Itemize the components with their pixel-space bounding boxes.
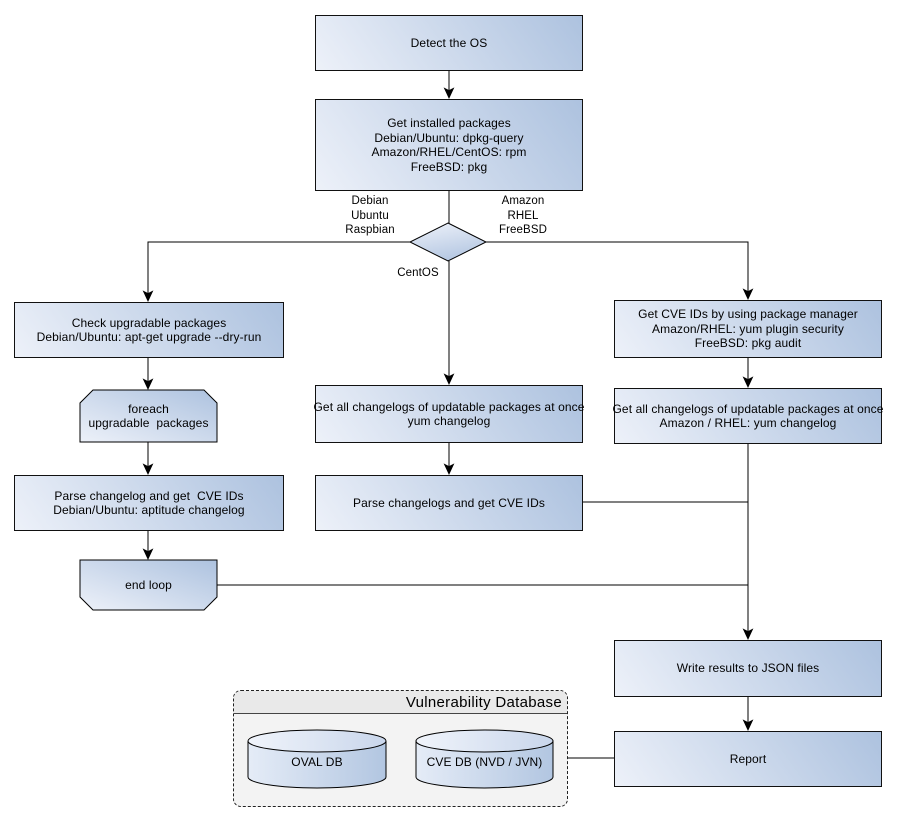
node-parse-changelogs-centos-label: Parse changelogs and get CVE IDs: [353, 495, 545, 510]
node-get-installed-packages-line: Amazon/RHEL/CentOS: rpm: [371, 145, 527, 159]
branch-label-line: Ubuntu: [351, 209, 389, 222]
node-foreach-line: upgradable packages: [88, 416, 209, 430]
end-loop-shape: [79, 559, 218, 611]
node-check-upgradable-packages: Check upgradable packages Debian/Ubuntu:…: [14, 302, 284, 358]
node-get-cve-ids-line: Get CVE IDs by using package manager: [638, 307, 858, 322]
branch-label-line: Raspbian: [345, 224, 395, 236]
node-report-label: Report: [729, 751, 767, 766]
foreach-shape: [79, 389, 218, 443]
node-write-results: Write results to JSON files: [614, 640, 882, 697]
node-check-upgradable-line: Check upgradable packages: [71, 315, 227, 330]
node-foreach-loop-start: foreach upgradable packages: [80, 390, 217, 442]
node-parse-changelog-debian-line: Parse changelog and get CVE IDs: [54, 488, 244, 503]
node-foreach-line: foreach: [128, 401, 169, 416]
node-get-installed-packages-line: Get installed packages: [387, 116, 511, 130]
node-parse-changelog-debian: Parse changelog and get CVE IDs Debian/U…: [14, 475, 284, 531]
node-check-upgradable-line: Debian/Ubuntu: apt-get upgrade --dry-run: [36, 330, 262, 344]
cve-db-cylinder: [415, 729, 554, 789]
branch-label-line: RHEL: [507, 209, 539, 222]
connector-lines: [147, 71, 749, 759]
branch-label-line: FreeBSD: [499, 224, 547, 236]
node-get-changelogs-centos: Get all changelogs of updatable packages…: [313, 385, 585, 443]
branch-label-line: Debian: [351, 195, 389, 207]
arrowheads: [142, 87, 754, 731]
branch-label-amazon: Amazon RHEL FreeBSD: [481, 194, 565, 238]
oval-db-cylinder: [247, 729, 387, 789]
vulnerability-database-header: Vulnerability Database: [234, 691, 567, 714]
branch-label-debian: Debian Ubuntu Raspbian: [328, 194, 412, 238]
branch-label-line: CentOS: [397, 267, 439, 279]
node-end-loop-label: end loop: [125, 577, 172, 592]
node-get-changelogs-amazon-line: Amazon / RHEL: yum changelog: [659, 416, 837, 430]
node-parse-changelogs-centos: Parse changelogs and get CVE IDs: [315, 475, 583, 531]
node-get-installed-packages-line: FreeBSD: pkg: [410, 159, 488, 174]
node-end-loop: end loop: [80, 560, 217, 610]
branch-label-centos: CentOS: [386, 266, 450, 281]
node-get-cve-ids-pkg-manager: Get CVE IDs by using package manager Ama…: [614, 300, 882, 358]
node-write-results-label: Write results to JSON files: [676, 661, 820, 676]
node-get-cve-ids-line: Amazon/RHEL: yum plugin security: [652, 321, 844, 336]
node-get-installed-packages-line: Debian/Ubuntu: dpkg-query: [374, 130, 524, 145]
decision-diamond: [408, 222, 488, 262]
node-get-changelogs-centos-line: Get all changelogs of updatable packages…: [313, 399, 585, 414]
node-parse-changelog-debian-line: Debian/Ubuntu: aptitude changelog: [53, 503, 245, 517]
node-detect-os: Detect the OS: [315, 15, 583, 71]
node-get-changelogs-amazon: Get all changelogs of updatable packages…: [612, 388, 884, 444]
vulnerability-database-title: Vulnerability Database: [405, 693, 562, 711]
oval-db-label: OVAL DB: [291, 755, 343, 769]
node-get-changelogs-centos-line: yum changelog: [407, 414, 491, 428]
node-get-changelogs-amazon-line: Get all changelogs of updatable packages…: [612, 401, 884, 416]
node-detect-os-label: Detect the OS: [410, 35, 488, 50]
cve-db-label: CVE DB (NVD / JVN): [426, 755, 543, 769]
node-report: Report: [614, 731, 882, 787]
node-get-cve-ids-line: FreeBSD: pkg audit: [694, 336, 802, 351]
node-get-installed-packages: Get installed packages Debian/Ubuntu: dp…: [315, 99, 583, 191]
branch-label-line: Amazon: [501, 195, 545, 207]
